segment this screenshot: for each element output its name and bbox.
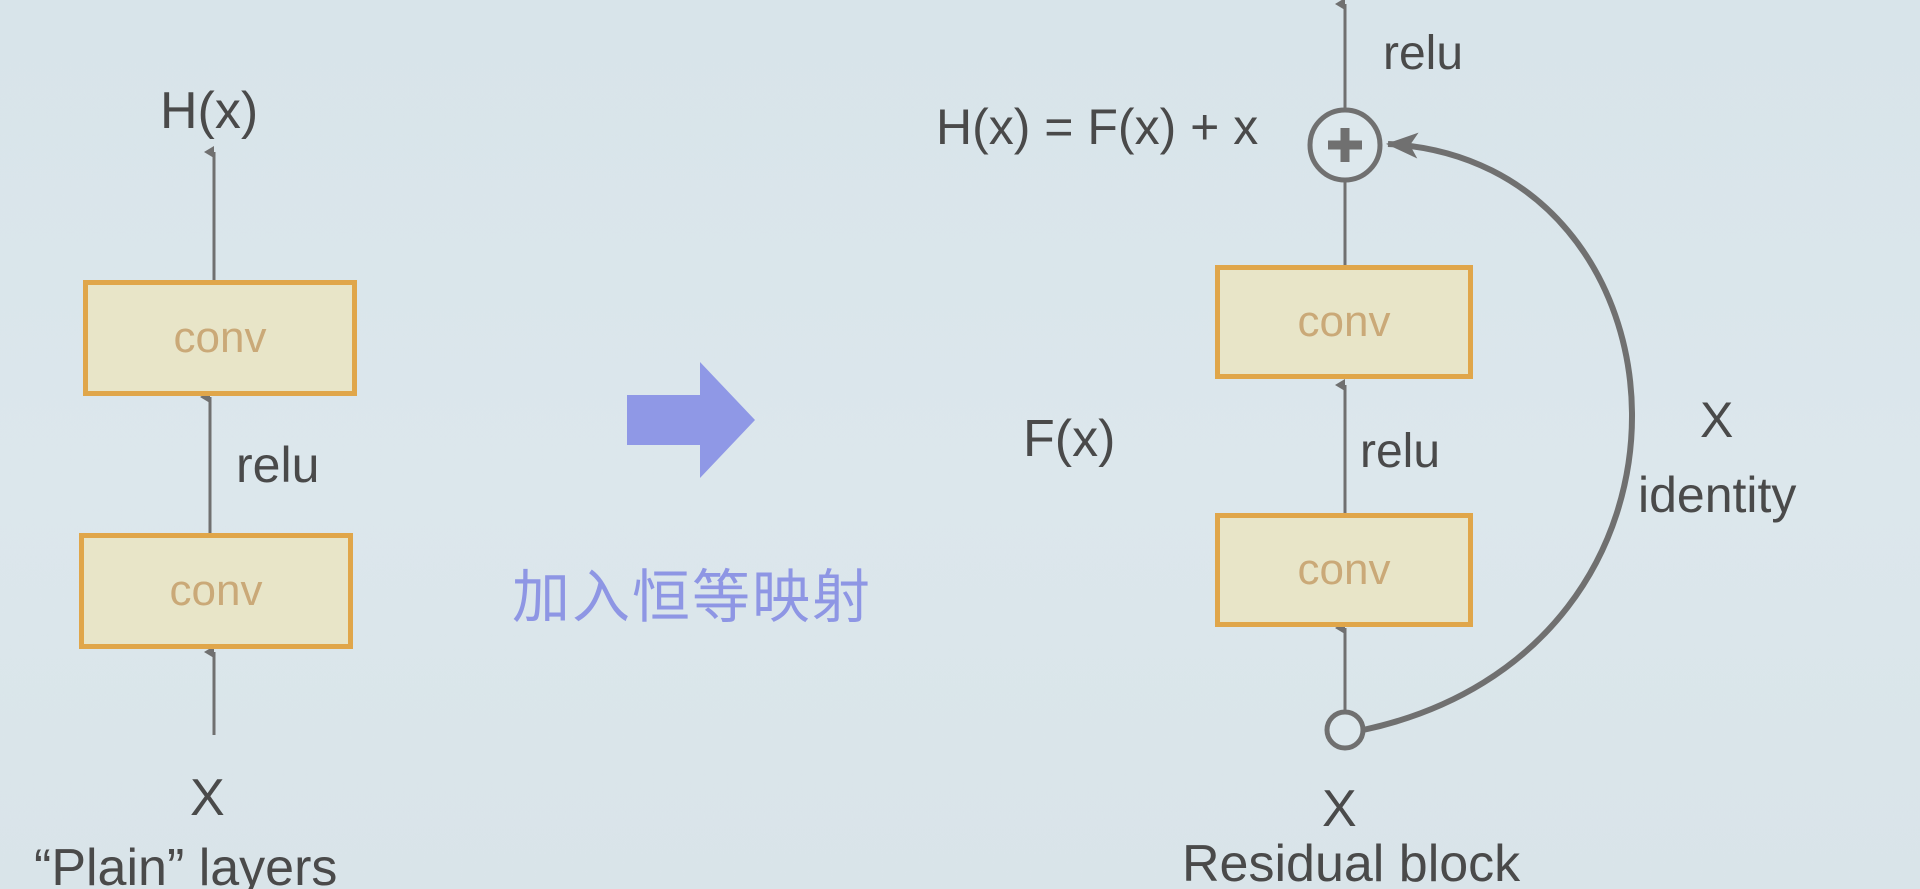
residual-relu-top-label: relu [1383, 27, 1464, 80]
residual-equation: H(x) = F(x) + x [936, 99, 1259, 155]
residual-conv-top: conv [1215, 265, 1473, 379]
residual-conv-bottom-label: conv [1297, 545, 1391, 594]
residual-caption: Residual block [1182, 835, 1521, 889]
plain-caption: “Plain” layers [34, 839, 338, 889]
identity-shortcut-arrow [1362, 132, 1635, 733]
plain-conv-top: conv [83, 280, 357, 396]
shortcut-x-label: X [1700, 392, 1734, 448]
plain-relu-label: relu [236, 437, 320, 493]
sum-node-icon [1307, 107, 1383, 183]
residual-function-label: F(x) [1023, 410, 1116, 468]
residual-input-node [1324, 709, 1366, 751]
residual-input-label: X [1322, 780, 1357, 838]
transition-caption: 加入恒等映射 [512, 563, 873, 631]
residual-relu-label: relu [1360, 425, 1441, 478]
plain-output-label: H(x) [160, 82, 259, 140]
plain-conv-bottom: conv [79, 533, 353, 649]
shortcut-identity-label: identity [1638, 467, 1797, 523]
residual-conv-bottom: conv [1215, 513, 1473, 627]
residual-conv-top-label: conv [1297, 297, 1391, 346]
transition-arrow-icon [627, 362, 755, 478]
plain-conv-bottom-label: conv [169, 566, 263, 615]
plain-input-label: X [190, 769, 225, 827]
plain-conv-top-label: conv [173, 313, 267, 362]
